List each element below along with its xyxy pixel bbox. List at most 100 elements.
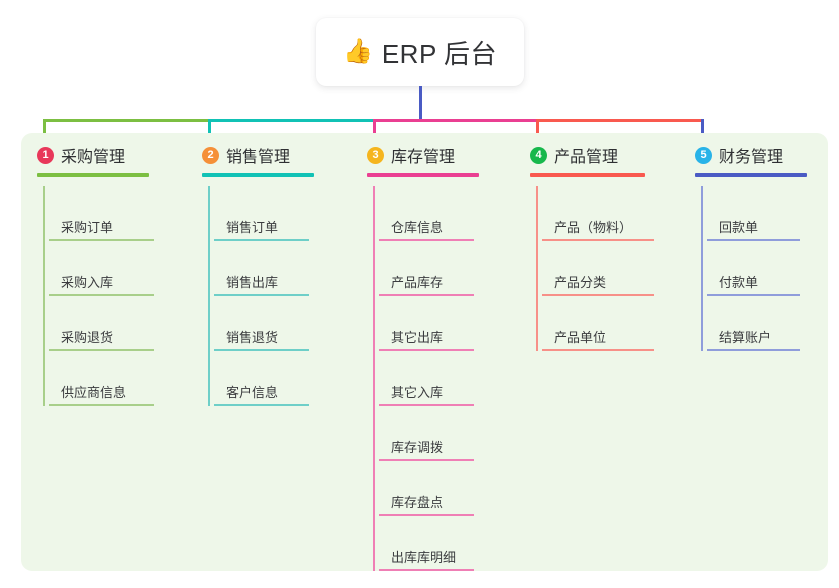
thumbs-up-emoji: 👍 [342, 38, 373, 65]
branch-number-badge: 3 [367, 146, 384, 164]
leaf-rule [379, 349, 474, 351]
leaf-rule [214, 404, 309, 406]
leaf-item[interactable]: 采购入库 [49, 241, 154, 296]
leaf-label: 出库库明细 [391, 550, 457, 565]
leaf-label: 供应商信息 [61, 385, 127, 400]
leaf-label: 回款单 [719, 220, 759, 235]
branch-header-rule [695, 173, 807, 177]
leaf-item[interactable]: 销售退货 [214, 296, 309, 351]
leaf-label: 结算账户 [719, 330, 772, 345]
leaf-label: 销售出库 [226, 275, 279, 290]
branch-header-rule [202, 173, 314, 177]
leaf-item[interactable]: 结算账户 [707, 296, 800, 351]
leaf-label: 产品单位 [554, 330, 607, 345]
branch-header-5[interactable]: 5 财务管理 [693, 142, 783, 168]
leaf-stem [701, 186, 703, 351]
leaf-label: 客户信息 [226, 385, 279, 400]
leaf-rule [49, 294, 154, 296]
leaf-item[interactable]: 其它入库 [379, 351, 474, 406]
leaf-item[interactable]: 产品单位 [542, 296, 654, 351]
branch-header-rule [367, 173, 479, 177]
leaf-item[interactable]: 库存调拨 [379, 406, 474, 461]
leaf-item[interactable]: 销售出库 [214, 241, 309, 296]
leaf-label: 销售退货 [226, 330, 279, 345]
branch-title: 销售管理 [226, 149, 291, 166]
leaf-item[interactable]: 回款单 [707, 186, 800, 241]
leaf-rule [379, 459, 474, 461]
leaf-rule [379, 239, 474, 241]
leaf-rule [49, 404, 154, 406]
leaf-rule [49, 349, 154, 351]
branch-number-badge: 5 [695, 146, 712, 164]
leaf-label: 付款单 [719, 275, 759, 290]
leaf-item[interactable]: 产品库存 [379, 241, 474, 296]
leaf-rule [542, 239, 654, 241]
branch-column-2: 2 销售管理销售订单销售出库销售退货客户信息 [200, 142, 314, 406]
branch-header-4[interactable]: 4 产品管理 [528, 142, 632, 168]
leaf-rule [707, 349, 800, 351]
branch-title: 财务管理 [719, 149, 784, 166]
leaf-item[interactable]: 采购退货 [49, 296, 154, 351]
leaf-label: 库存盘点 [391, 495, 444, 510]
leaf-label: 库存调拨 [391, 440, 444, 455]
leaf-label: 产品（物料） [554, 220, 633, 235]
leaf-rule [542, 294, 654, 296]
leaf-rule [214, 239, 309, 241]
bus-segment-1 [43, 119, 211, 122]
leaf-rule [707, 294, 800, 296]
leaf-label: 产品库存 [391, 275, 444, 290]
bus-segment-3 [373, 119, 539, 122]
branch-number-badge: 2 [202, 146, 219, 164]
leaf-label: 销售订单 [226, 220, 279, 235]
leaf-list: 销售订单销售出库销售退货客户信息 [200, 186, 309, 406]
branch-number-badge: 4 [530, 146, 547, 164]
leaf-rule [379, 294, 474, 296]
leaf-item[interactable]: 产品（物料） [542, 186, 654, 241]
root-node-card[interactable]: 👍 ERP 后台 [316, 18, 524, 86]
branch-column-3: 3 库存管理仓库信息产品库存其它出库其它入库库存调拨库存盘点出库库明细 [365, 142, 479, 571]
branch-column-1: 1 采购管理采购订单采购入库采购退货供应商信息 [35, 142, 154, 406]
leaf-item[interactable]: 采购订单 [49, 186, 154, 241]
branch-header-rule [37, 173, 149, 177]
leaf-item[interactable]: 销售订单 [214, 186, 309, 241]
leaf-item[interactable]: 产品分类 [542, 241, 654, 296]
leaf-label: 产品分类 [554, 275, 607, 290]
bus-segment-2 [208, 119, 376, 122]
bus-segment-4 [536, 119, 704, 122]
leaf-list: 产品（物料） 产品分类产品单位 [528, 186, 654, 351]
branch-title: 库存管理 [391, 149, 456, 166]
branch-header-rule [530, 173, 645, 177]
leaf-rule [707, 239, 800, 241]
leaf-rule [542, 349, 654, 351]
leaf-item[interactable]: 仓库信息 [379, 186, 474, 241]
branch-header-3[interactable]: 3 库存管理 [365, 142, 456, 168]
branch-panel [21, 133, 828, 571]
leaf-item[interactable]: 客户信息 [214, 351, 309, 406]
branch-header-1[interactable]: 1 采购管理 [35, 142, 126, 168]
leaf-item[interactable]: 其它出库 [379, 296, 474, 351]
branch-header-2[interactable]: 2 销售管理 [200, 142, 290, 168]
branch-title: 采购管理 [61, 149, 126, 166]
leaf-rule [379, 514, 474, 516]
leaf-item[interactable]: 供应商信息 [49, 351, 154, 406]
leaf-rule [214, 294, 309, 296]
leaf-item[interactable]: 库存盘点 [379, 461, 474, 516]
root-stem [419, 86, 422, 122]
branch-number-badge: 1 [37, 146, 54, 164]
leaf-rule [379, 404, 474, 406]
leaf-rule [214, 349, 309, 351]
page-title: ERP 后台 [381, 38, 498, 69]
leaf-label: 其它入库 [391, 385, 444, 400]
leaf-label: 采购退货 [61, 330, 114, 345]
leaf-rule [49, 239, 154, 241]
leaf-item[interactable]: 付款单 [707, 241, 800, 296]
branch-title: 产品管理 [554, 149, 619, 166]
leaf-label: 仓库信息 [391, 220, 444, 235]
leaf-list: 仓库信息产品库存其它出库其它入库库存调拨库存盘点出库库明细 [365, 186, 474, 571]
leaf-list: 采购订单采购入库采购退货供应商信息 [35, 186, 154, 406]
leaf-stem [536, 186, 538, 351]
leaf-label: 采购入库 [61, 275, 114, 290]
branch-column-4: 4 产品管理产品（物料） 产品分类产品单位 [528, 142, 654, 351]
leaf-item[interactable]: 出库库明细 [379, 516, 474, 571]
